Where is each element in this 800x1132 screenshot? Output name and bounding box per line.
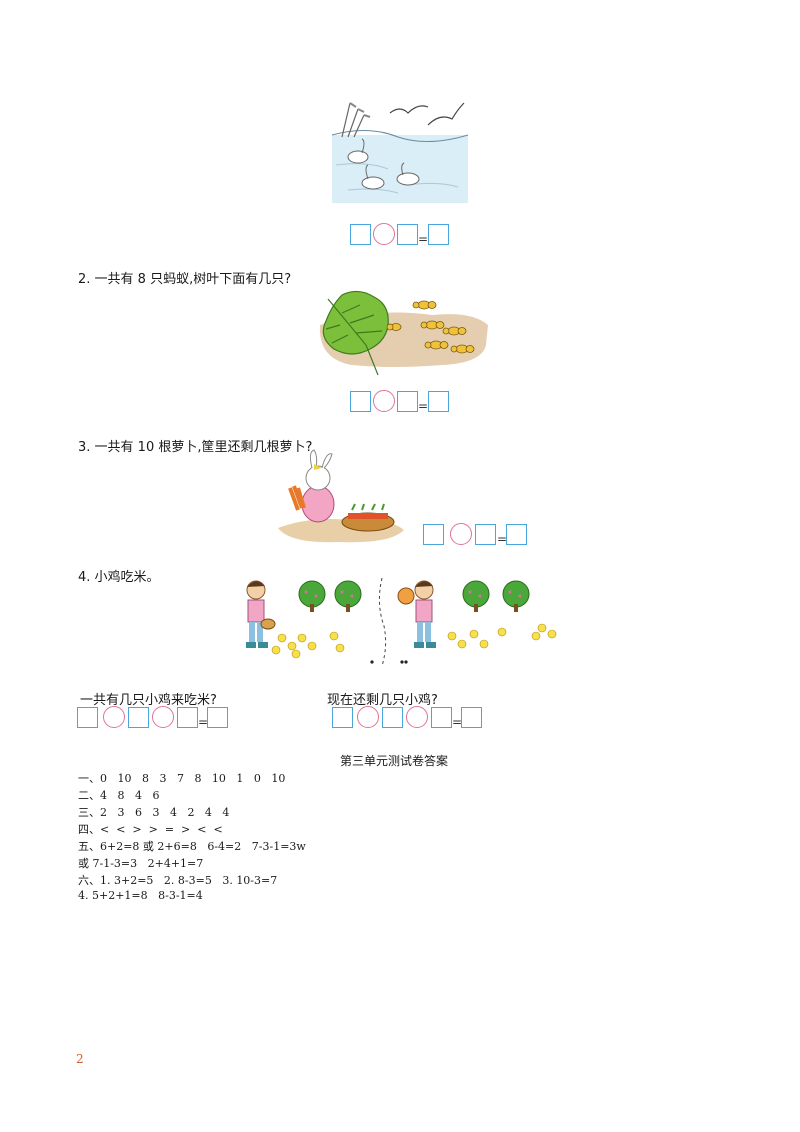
operator-circle[interactable] <box>373 223 395 245</box>
question-3: 3. 一共有 10 根萝卜,筐里还剩几根萝卜? <box>78 440 313 455</box>
answer-line: 四、< < > > = > < < <box>78 823 223 836</box>
answer-box[interactable] <box>350 224 371 245</box>
operator-circle[interactable] <box>450 523 472 545</box>
swans-lake-illustration <box>331 102 469 203</box>
rabbit-carrots-illustration <box>278 449 404 543</box>
answer-box[interactable] <box>77 707 98 728</box>
page-number: 2 <box>76 1052 84 1066</box>
answer-line: 二、4 8 4 6 <box>78 789 160 802</box>
answer-key-title: 第三单元测试卷答案 <box>340 754 449 768</box>
question-4: 4. 小鸡吃米。 <box>78 570 160 585</box>
equals-sign: = <box>452 715 463 729</box>
answer-box[interactable] <box>382 707 403 728</box>
answer-box[interactable] <box>475 524 496 545</box>
question-2: 2. 一共有 8 只蚂蚁,树叶下面有几只? <box>78 272 292 287</box>
operator-circle[interactable] <box>152 706 174 728</box>
operator-circle[interactable] <box>406 706 428 728</box>
answer-box[interactable] <box>177 707 198 728</box>
answer-box[interactable] <box>431 707 452 728</box>
operator-circle[interactable] <box>357 706 379 728</box>
operator-circle[interactable] <box>103 706 125 728</box>
boy-chicks-illustration <box>246 577 557 667</box>
answer-line: 六、1. 3+2=5 2. 8-3=5 3. 10-3=7 <box>78 874 278 887</box>
leaf-ants-illustration <box>319 290 488 376</box>
answer-line: 或 7-1-3=3 2+4+1=7 <box>78 857 204 870</box>
answer-line: 五、6+2=8 或 2+6=8 6-4=2 7-3-1=3w <box>78 840 306 853</box>
operator-circle[interactable] <box>373 390 395 412</box>
answer-box[interactable] <box>207 707 228 728</box>
answer-line: 三、2 3 6 3 4 2 4 4 <box>78 806 230 819</box>
equals-sign: = <box>198 715 209 729</box>
answer-box[interactable] <box>332 707 353 728</box>
question-4a: 一共有几只小鸡来吃米? <box>80 693 217 708</box>
answer-box[interactable] <box>506 524 527 545</box>
answer-line: 一、0 10 8 3 7 8 10 1 0 10 <box>78 772 286 785</box>
answer-box[interactable] <box>461 707 482 728</box>
answer-box[interactable] <box>350 391 371 412</box>
equals-sign: = <box>418 399 429 413</box>
answer-box[interactable] <box>128 707 149 728</box>
answer-box[interactable] <box>397 391 418 412</box>
equals-sign: = <box>418 232 429 246</box>
answer-box[interactable] <box>428 224 449 245</box>
answer-box[interactable] <box>397 224 418 245</box>
answer-line: 4. 5+2+1=8 8-3-1=4 <box>78 889 203 902</box>
question-4b: 现在还剩几只小鸡? <box>327 693 438 708</box>
answer-key: 一、0 10 8 3 7 8 10 1 0 10 二、4 8 4 6 三、2 3… <box>78 770 306 906</box>
answer-box[interactable] <box>423 524 444 545</box>
equals-sign: = <box>497 532 508 546</box>
answer-box[interactable] <box>428 391 449 412</box>
